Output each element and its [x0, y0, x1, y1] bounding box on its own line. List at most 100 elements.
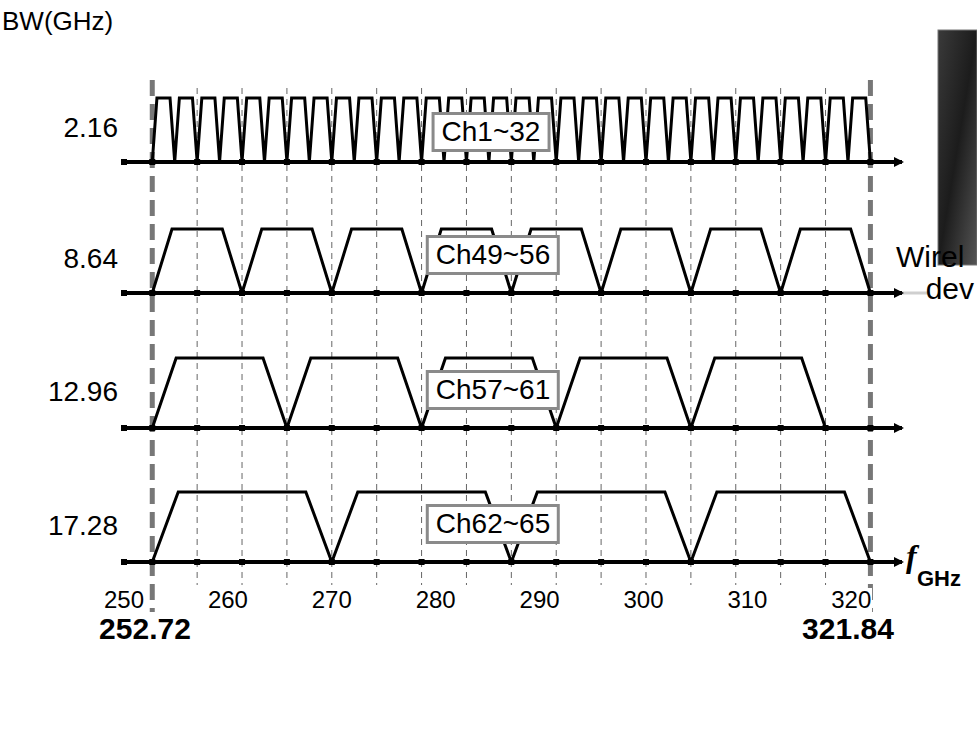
axis-tick	[374, 425, 380, 431]
axis-tick	[194, 290, 200, 296]
axis-tick	[598, 559, 604, 565]
bandwidth-value: 2.16	[64, 114, 119, 142]
channel-mask	[152, 492, 870, 562]
channel-mask	[152, 229, 870, 293]
axis-tick	[329, 290, 335, 296]
channel-range: Ch62~65	[436, 508, 550, 539]
tick-label: 250	[103, 588, 145, 612]
freq-axis	[122, 426, 902, 430]
axis-tick	[643, 559, 649, 565]
freq-axis	[122, 160, 902, 164]
axis-tick	[598, 159, 604, 165]
axis-tick	[778, 425, 784, 431]
axis-tick	[688, 425, 694, 431]
tick-label: 300	[622, 588, 664, 612]
band-edge-label: 252.72	[99, 614, 191, 644]
axis-tick	[419, 159, 425, 165]
bandwidth-value: 12.96	[48, 378, 118, 406]
axis-tick	[733, 290, 739, 296]
device-caption: dev	[926, 274, 974, 304]
axis-tick	[284, 559, 290, 565]
device-caption: Wirel	[896, 242, 964, 272]
axis-tick	[823, 159, 829, 165]
axis-tick	[688, 290, 694, 296]
axis-tick	[239, 425, 245, 431]
axis-tick	[463, 559, 469, 565]
axis-tick	[284, 159, 290, 165]
device-photo-frame	[938, 30, 977, 265]
axis-tick	[598, 290, 604, 296]
channel-group-box: Ch57~61	[426, 370, 560, 410]
axis-tick	[823, 425, 829, 431]
axis-tick	[643, 290, 649, 296]
tick-label: 320	[830, 588, 872, 612]
bandwidth-value: 17.28	[48, 512, 118, 540]
channel-group-box: Ch62~65	[426, 504, 560, 544]
axis-tick	[121, 159, 127, 165]
axis-tick	[733, 159, 739, 165]
freq-axis	[122, 291, 902, 295]
axis-tick	[374, 290, 380, 296]
axis-tick	[194, 159, 200, 165]
channel-range: Ch57~61	[436, 374, 550, 405]
axis-tick	[239, 559, 245, 565]
axis-tick	[149, 290, 155, 296]
axis-tick	[149, 425, 155, 431]
axis-tick	[374, 159, 380, 165]
axis-tick	[419, 290, 425, 296]
axis-tick	[508, 425, 514, 431]
axis-tick	[419, 559, 425, 565]
axis-tick	[598, 425, 604, 431]
axis-tick	[121, 559, 127, 565]
axis-title: BW(GHz)	[2, 8, 113, 34]
axis-tick	[553, 425, 559, 431]
tick-label: 310	[726, 588, 768, 612]
axis-tick	[374, 559, 380, 565]
tick-label: 270	[311, 588, 353, 612]
axis-tick	[284, 425, 290, 431]
axis-tick	[553, 559, 559, 565]
axis-tick	[508, 290, 514, 296]
axis-tick	[239, 159, 245, 165]
axis-tick	[121, 290, 127, 296]
axis-tick	[329, 559, 335, 565]
channel-mask	[152, 98, 870, 162]
axis-tick	[823, 290, 829, 296]
axis-tick	[329, 425, 335, 431]
channel-group-box: Ch49~56	[426, 235, 560, 275]
axis-unit: GHz	[917, 568, 961, 590]
axis-tick	[688, 559, 694, 565]
axis-tick	[778, 159, 784, 165]
axis-tick	[149, 559, 155, 565]
tick-label: 290	[519, 588, 561, 612]
axis-tick	[643, 159, 649, 165]
axis-tick	[553, 290, 559, 296]
channel-range: Ch1~32	[442, 116, 541, 147]
axis-tick	[284, 290, 290, 296]
axis-tick	[867, 290, 873, 296]
freq-axis	[122, 560, 902, 564]
axis-tick	[194, 559, 200, 565]
axis-tick	[867, 559, 873, 565]
axis-tick	[329, 159, 335, 165]
axis-tick	[121, 425, 127, 431]
axis-tick	[194, 425, 200, 431]
axis-tick	[508, 559, 514, 565]
axis-tick	[823, 559, 829, 565]
axis-tick	[239, 290, 245, 296]
tick-label: 280	[415, 588, 457, 612]
channel-group-box: Ch1~32	[432, 112, 551, 152]
band-edge	[150, 80, 155, 612]
bandwidth-value: 8.64	[64, 245, 119, 273]
axis-tick	[867, 425, 873, 431]
axis-tick	[508, 159, 514, 165]
tick-label: 260	[207, 588, 249, 612]
axis-tick	[867, 159, 873, 165]
axis-tick	[688, 159, 694, 165]
axis-tick	[733, 559, 739, 565]
axis-tick	[419, 425, 425, 431]
band-edge	[868, 80, 873, 612]
axis-tick	[643, 425, 649, 431]
axis-tick	[778, 559, 784, 565]
device-photo	[938, 30, 977, 265]
